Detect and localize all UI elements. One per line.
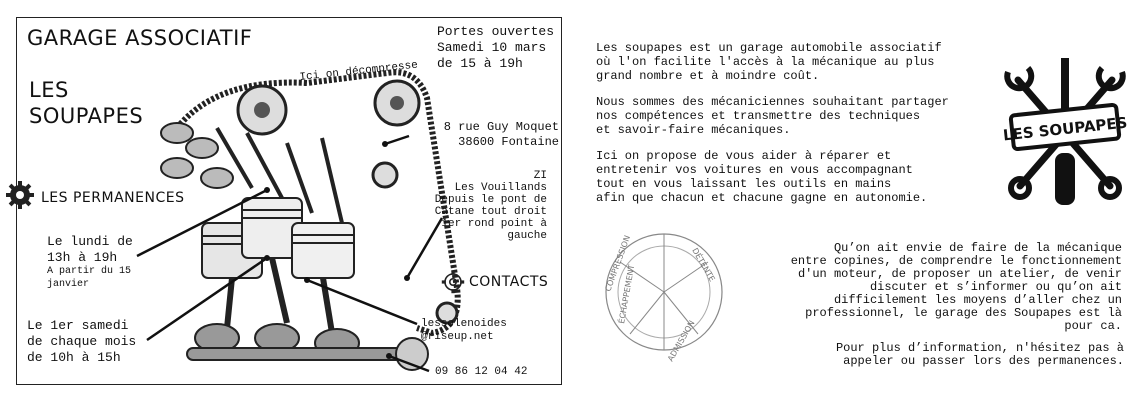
address-line1: 8 rue Guy Moquet: [443, 120, 559, 134]
directions-line1: ZI: [533, 170, 547, 182]
offer-line4: afin que chacun et chacune gagne en auto…: [596, 191, 928, 205]
why-line5: difficilement les moyens d’aller chez un: [833, 293, 1122, 307]
flyer-panel: GARAGE ASSOCIATIF LES SOUPAPES Portes ou…: [6, 17, 562, 385]
offer-line1: Ici on propose de vous aider à réparer e…: [596, 149, 892, 163]
offer-line3: tout en vous laissant les outils en main…: [596, 177, 892, 191]
why-line3: d'un moteur, de proposer un atelier, de …: [797, 267, 1122, 281]
who-line3: et savoir-faire mécaniques.: [596, 123, 791, 137]
directions-line6: gauche: [507, 230, 547, 242]
directions-line4: Catane tout droit: [434, 206, 547, 218]
engine-cycle-diagram: COMPRESSION DÉTENTE ÉCHAPPEMENT ADMISSIO…: [603, 233, 723, 363]
flyer-name-line1: LES: [29, 78, 69, 102]
diagram-label-admission: ADMISSION: [666, 319, 697, 363]
flyer-name-line2: SOUPAPES: [29, 104, 144, 128]
les-soupapes-logo: LES SOUPAPES: [1002, 58, 1128, 205]
monday-note-line2: janvier: [47, 279, 90, 290]
intro-line3: grand nombre et à moindre coût.: [596, 69, 820, 83]
why-line1: Qu’on ait envie de faire de la mécanique: [833, 241, 1122, 255]
engine-illustration: [160, 69, 461, 371]
monday-line2: 13h à 19h: [47, 250, 118, 265]
directions-line3: Depuis le pont de: [434, 194, 547, 206]
more-line2: appeler ou passer lors des permanences.: [843, 354, 1124, 368]
email-line2: @riseup.net: [421, 331, 494, 343]
saturday-line2: de chaque mois: [27, 334, 137, 349]
who-line2: nos compétences et transmettre des techn…: [596, 109, 921, 123]
email-line1: lessolenoides: [421, 318, 507, 330]
event-line1: Portes ouvertes: [437, 24, 555, 39]
why-line2: entre copines, de comprendre le fonction…: [790, 254, 1122, 268]
why-line4: discuter et s’informer ou qu’on ait: [869, 280, 1122, 294]
pointer-lines: [136, 134, 444, 373]
monday-line1: Le lundi de: [47, 234, 133, 249]
saturday-line1: Le 1er samedi: [27, 318, 129, 333]
gear-icon: [441, 270, 465, 294]
diagram-label-detente: DÉTENTE: [690, 246, 718, 284]
permanences-heading: LES PERMANENCES: [41, 190, 185, 206]
why-line7: pour ca.: [1064, 319, 1122, 333]
phone-number: 09 86 12 04 42: [435, 366, 528, 378]
offer-line2: entretenir vos voitures en vous accompag…: [596, 163, 913, 177]
contacts-heading: CONTACTS: [469, 274, 549, 290]
why-line6: professionnel, le garage des Soupapes es…: [805, 306, 1122, 320]
saturday-line3: de 10h à 15h: [27, 350, 121, 365]
monday-note-line1: A partir du 15: [47, 266, 132, 277]
directions-line5: 1er rond point à: [441, 218, 547, 230]
more-line1: Pour plus d’information, n'hésitez pas à: [835, 341, 1124, 355]
intro-line1: Les soupapes est un garage automobile as…: [596, 41, 942, 55]
directions-line2: Les Vouillands: [454, 182, 547, 194]
event-line2: Samedi 10 mars: [437, 40, 547, 55]
gear-icon: [6, 181, 34, 209]
intro-line2: où l'on facilite l'accès à la mécanique …: [596, 55, 935, 69]
event-line3: de 15 à 19h: [437, 56, 523, 71]
who-line1: Nous sommes des mécaniciennes souhaitant…: [596, 95, 949, 109]
address-line2: 38600 Fontaine: [458, 135, 559, 149]
flyer-title: GARAGE ASSOCIATIF: [27, 26, 253, 50]
